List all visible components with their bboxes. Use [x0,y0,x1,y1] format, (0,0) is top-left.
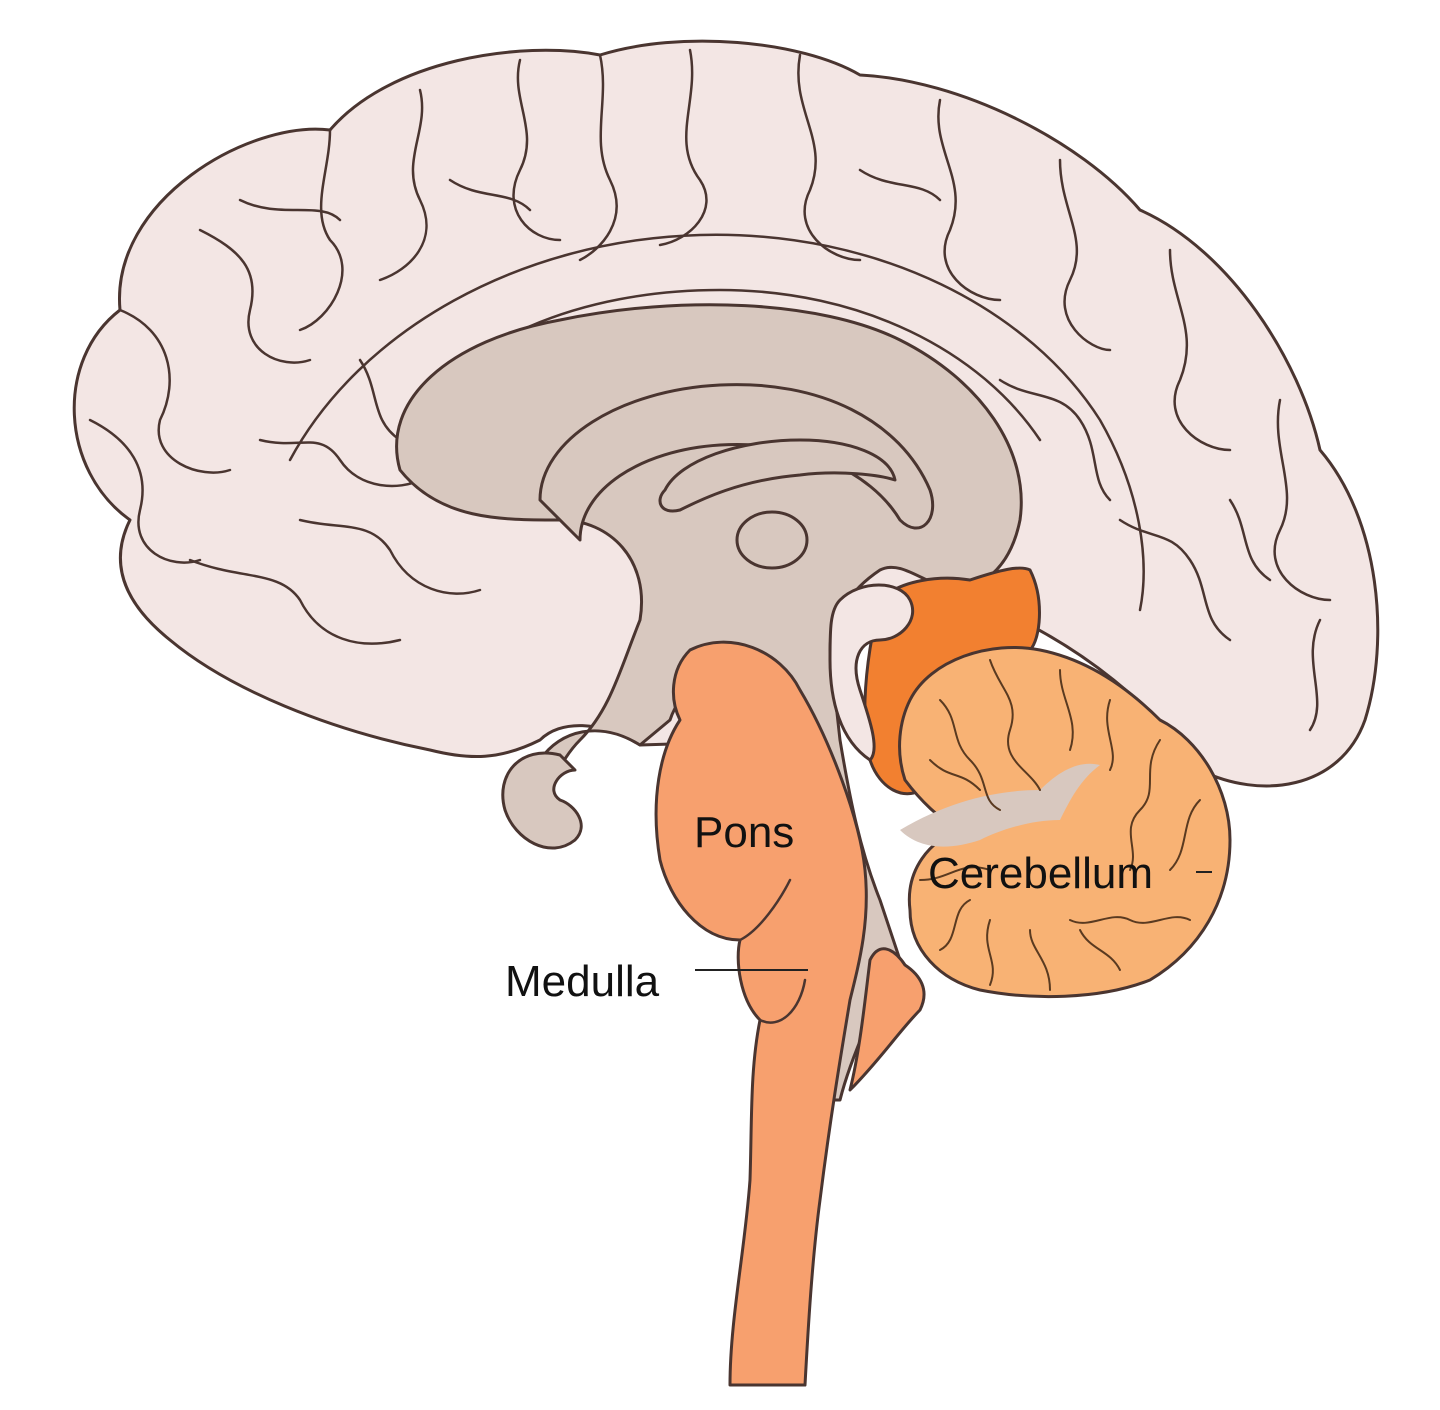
pons-label: Pons [694,808,794,857]
cerebellum-folia [919,659,1201,991]
pituitary [501,751,583,850]
cerebrum-gyri [88,48,1332,732]
cerebellum-label: Cerebellum [928,849,1153,898]
medulla-label: Medulla [505,957,660,1006]
cerebellar-peduncle [848,947,926,1092]
thalamus-adhesion [735,510,809,570]
arbor-vitae [900,763,1100,847]
fornix [538,383,935,542]
midbrain-tectum-fold [828,583,915,762]
brainstem [654,640,868,1387]
pons-medulla-boundary [738,878,792,942]
medulla-olive [758,978,807,1024]
lateral-ventricle [658,438,897,513]
